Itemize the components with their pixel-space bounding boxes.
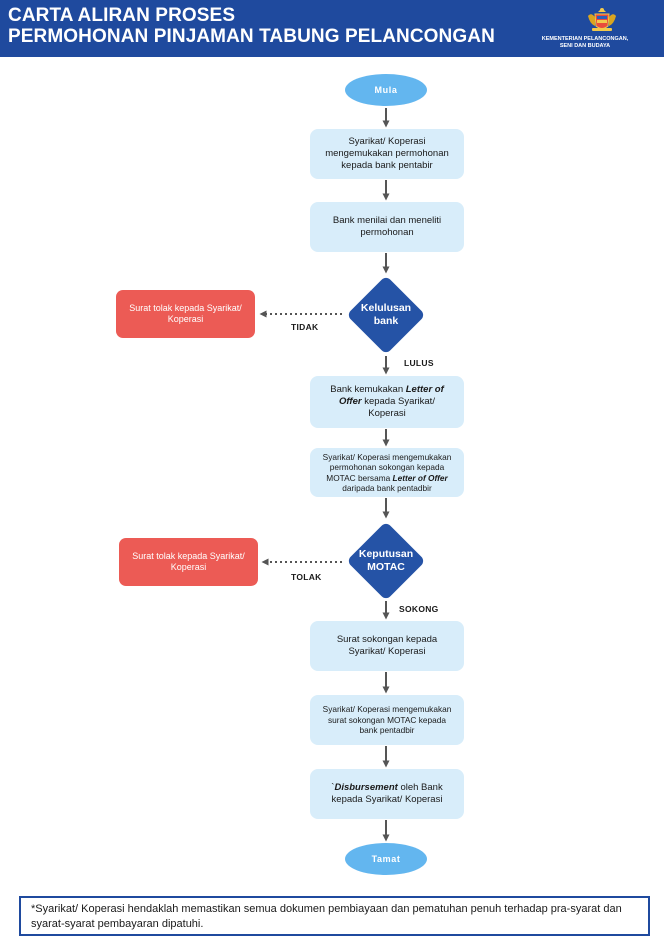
step3-text-1: Bank kemukakan [330, 384, 406, 395]
reject2-label: Surat tolak kepada Syarikat/ Koperasi [132, 550, 245, 573]
ministry-line-1: KEMENTERIAN PELANCONGAN, [541, 36, 629, 42]
edge-label-tidak: TIDAK [291, 322, 319, 332]
header-banner: CARTA ALIRAN PROSES PERMOHONAN PINJAMAN … [0, 0, 664, 57]
step4-text-1: Syarikat/ Koperasi mengemukakan permohon… [322, 451, 452, 483]
step3-label: Bank kemukakan Letter of Offer kepada Sy… [320, 384, 454, 420]
step3-text-2: kepada Syarikat/ Koperasi [361, 396, 435, 419]
process-step-letter-of-offer: Bank kemukakan Letter of Offer kepada Sy… [310, 376, 464, 428]
step4-label: Syarikat/ Koperasi mengemukakan permohon… [320, 452, 454, 494]
footnote-text: *Syarikat/ Koperasi hendaklah memastikan… [31, 903, 622, 930]
step2-label: Bank menilai dan meneliti permohonan [332, 215, 442, 238]
process-step-disbursement: `Disbursement oleh Bank kepada Syarikat/… [310, 769, 464, 819]
process-step-bank-evaluation: Bank menilai dan meneliti permohonan [310, 202, 464, 252]
step7-label: `Disbursement oleh Bank kepada Syarikat/… [320, 782, 454, 806]
step3-emphasis: Letter of Offer [339, 384, 444, 407]
step5-label: Surat sokongan kepada Syarikat/ Koperasi [336, 634, 438, 657]
step7-emphasis: Disbursement [334, 782, 398, 793]
edge-label-lulus: LULUS [404, 358, 434, 368]
process-step-support-letter: Surat sokongan kepada Syarikat/ Koperasi [310, 621, 464, 671]
decision2-label: Keputusan MOTAC [358, 548, 414, 573]
title-line-1: CARTA ALIRAN PROSES [8, 5, 236, 26]
process-step-submit-support-letter: Syarikat/ Koperasi mengemukakan surat so… [310, 695, 464, 745]
process-step-motac-support-request: Syarikat/ Koperasi mengemukakan permohon… [310, 448, 464, 497]
step7-text-2: oleh Bank kepada Syarikat/ Koperasi [331, 782, 443, 805]
step6-label: Syarikat/ Koperasi mengemukakan surat so… [322, 704, 452, 736]
start-terminal: Mula [345, 74, 427, 106]
page-title: CARTA ALIRAN PROSES PERMOHONAN PINJAMAN … [8, 5, 495, 47]
reject-letter-motac: Surat tolak kepada Syarikat/ Koperasi [119, 538, 258, 586]
step1-label: Syarikat/ Koperasi mengemukakan permohon… [325, 136, 449, 171]
edge-label-tolak: TOLAK [291, 572, 322, 582]
coat-of-arms-icon [588, 8, 616, 31]
footnote-box: *Syarikat/ Koperasi hendaklah memastikan… [19, 896, 650, 936]
step4-text-2: daripada bank pentadbir [342, 483, 432, 493]
decision1-label: Kelulusan bank [360, 302, 412, 327]
step7-prefix: ` [331, 782, 335, 793]
reject-letter-bank: Surat tolak kepada Syarikat/ Koperasi [116, 290, 255, 338]
end-terminal: Tamat [345, 843, 427, 875]
decision-motac: Keputusan MOTAC [346, 521, 426, 601]
title-line-2: PERMOHONAN PINJAMAN TABUNG PELANCONGAN [8, 26, 495, 47]
reject1-label: Surat tolak kepada Syarikat/ Koperasi [129, 302, 242, 325]
decision-bank-approval: Kelulusan bank [346, 275, 426, 355]
start-label: Mula [374, 85, 398, 95]
edge-label-sokong: SOKONG [399, 604, 439, 614]
ministry-line-2: SENI DAN BUDAYA [559, 43, 611, 49]
end-label: Tamat [371, 854, 401, 864]
step4-emphasis: Letter of Offer [392, 472, 448, 483]
process-step-submit-application: Syarikat/ Koperasi mengemukakan permohon… [310, 129, 464, 179]
ministry-name: KEMENTERIAN PELANCONGAN, SENI DAN BUDAYA [520, 36, 650, 50]
